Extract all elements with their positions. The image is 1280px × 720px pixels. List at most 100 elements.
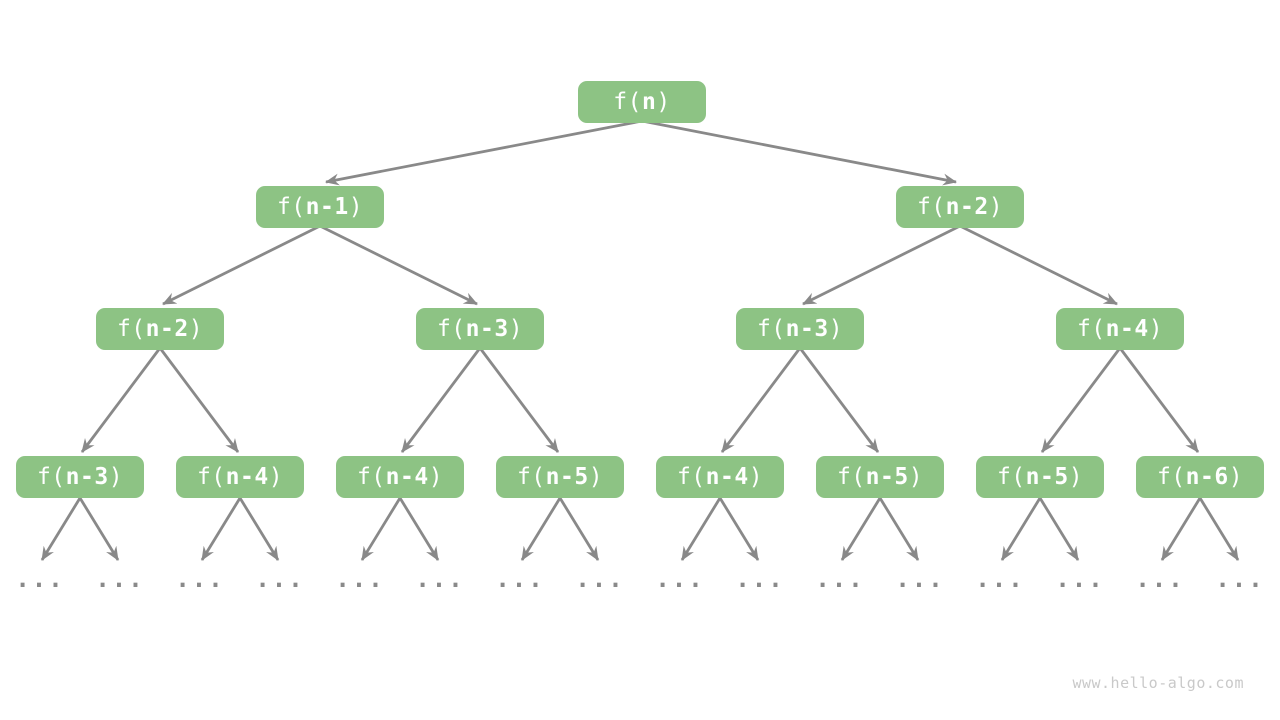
node-label-arg: n-2 [945, 194, 989, 220]
node-label: f( [916, 194, 946, 220]
arrow [1118, 347, 1200, 453]
node-label-arg: n-3 [465, 316, 509, 342]
tree-node: f(n-1) [256, 186, 384, 228]
arrow [520, 497, 562, 561]
arrow [478, 347, 560, 453]
ellipsis: ... [975, 565, 1025, 593]
node-label: ) [428, 464, 444, 490]
ellipsis: ... [815, 565, 865, 593]
arrow [200, 497, 242, 561]
node-label: ) [508, 316, 524, 342]
node-label-arg: n-3 [785, 316, 829, 342]
node-label: ) [268, 464, 284, 490]
node-label-arg: n-5 [545, 464, 589, 490]
node-label: ) [1228, 464, 1244, 490]
node-label: f( [516, 464, 546, 490]
node-label: f( [1076, 316, 1106, 342]
tree-node: f(n-3) [416, 308, 544, 350]
node-label-arg: n [641, 89, 657, 115]
node-label: f( [756, 316, 786, 342]
node-label: ) [588, 464, 604, 490]
tree-node: f(n-5) [976, 456, 1104, 498]
node-label: ) [908, 464, 924, 490]
arrow [558, 497, 600, 561]
node-label-arg: n-4 [225, 464, 269, 490]
watermark: www.hello-algo.com [1072, 674, 1244, 692]
node-label: f( [276, 194, 306, 220]
ellipsis: ... [895, 565, 945, 593]
node-label: ) [656, 89, 671, 115]
node-label: f( [676, 464, 706, 490]
node-label: ) [108, 464, 124, 490]
tree-node: f(n-5) [816, 456, 944, 498]
node-label-arg: n-5 [865, 464, 909, 490]
arrow [1160, 497, 1202, 561]
node-label-arg: n-3 [65, 464, 109, 490]
node-label: f( [36, 464, 66, 490]
arrow [319, 224, 478, 306]
ellipsis: ... [655, 565, 705, 593]
tree-node: f(n-5) [496, 456, 624, 498]
arrow [400, 347, 482, 453]
ellipsis: ... [1215, 565, 1265, 593]
node-label-arg: n-5 [1025, 464, 1069, 490]
node-label: f( [613, 89, 642, 115]
node-label: f( [996, 464, 1026, 490]
ellipsis: ... [495, 565, 545, 593]
arrow [78, 497, 120, 561]
tree-node: f(n-2) [96, 308, 224, 350]
arrow [1038, 497, 1080, 561]
tree-node: f(n-2) [896, 186, 1024, 228]
node-label: ) [188, 316, 204, 342]
ellipsis: ... [575, 565, 625, 593]
node-label: ) [828, 316, 844, 342]
arrow [680, 497, 722, 561]
ellipsis: ... [15, 565, 65, 593]
arrow [398, 497, 440, 561]
node-label: ) [988, 194, 1004, 220]
ellipsis: ... [1055, 565, 1105, 593]
node-label: f( [196, 464, 226, 490]
ellipsis: ... [735, 565, 785, 593]
ellipsis: ... [175, 565, 225, 593]
node-label: f( [356, 464, 386, 490]
arrow [238, 497, 280, 561]
arrow [959, 224, 1118, 306]
node-label-arg: n-1 [305, 194, 349, 220]
tree-node: f(n-4) [1056, 308, 1184, 350]
tree-node: f(n-4) [176, 456, 304, 498]
arrow [158, 347, 240, 453]
tree-node: f(n-3) [16, 456, 144, 498]
tree-node-root: f(n) [578, 81, 706, 123]
node-label: f( [836, 464, 866, 490]
tree-node: f(n-4) [656, 456, 784, 498]
arrow [840, 497, 882, 561]
arrow [802, 224, 961, 306]
ellipsis: ... [415, 565, 465, 593]
node-label-arg: n-2 [145, 316, 189, 342]
ellipsis: ... [255, 565, 305, 593]
tree-node: f(n-4) [336, 456, 464, 498]
arrow [162, 224, 321, 306]
node-label-arg: n-6 [1185, 464, 1229, 490]
arrow [40, 497, 82, 561]
arrow [1000, 497, 1042, 561]
arrow [798, 347, 880, 453]
arrow [878, 497, 920, 561]
arrow [720, 347, 802, 453]
node-label: f( [116, 316, 146, 342]
node-label: ) [348, 194, 364, 220]
node-label: ) [1148, 316, 1164, 342]
tree-node: f(n-3) [736, 308, 864, 350]
node-label: f( [436, 316, 466, 342]
node-label-arg: n-4 [1105, 316, 1149, 342]
node-label: f( [1156, 464, 1186, 490]
arrow [1198, 497, 1240, 561]
arrow [1040, 347, 1122, 453]
node-label-arg: n-4 [705, 464, 749, 490]
node-label: ) [1068, 464, 1084, 490]
ellipsis: ... [335, 565, 385, 593]
arrow [80, 347, 162, 453]
arrow [641, 119, 957, 186]
